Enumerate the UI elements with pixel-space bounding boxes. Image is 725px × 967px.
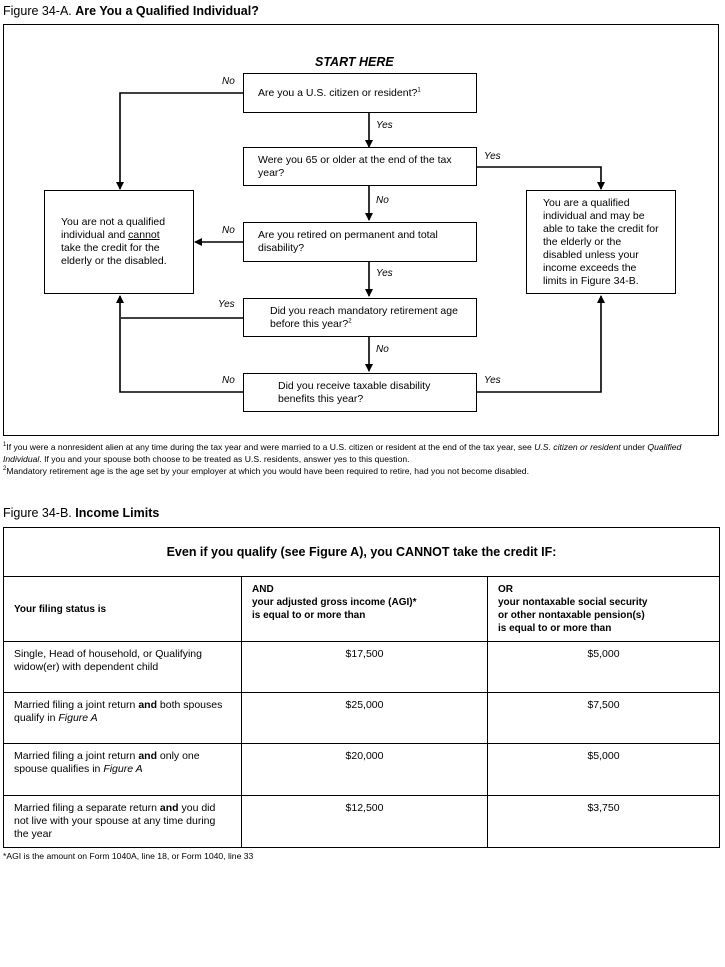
not-qualified-text-1: You are not a qualified individual and <box>61 216 166 241</box>
footnote-1-text-a: If you were a nonresident alien at any t… <box>6 442 535 452</box>
figure-b-prefix: Figure 34-B. <box>3 506 72 520</box>
question-mandatory-text: Did you reach mandatory retirement age b… <box>270 304 458 330</box>
figure-a-heading: Are You a Qualified Individual? <box>75 4 259 18</box>
question-age-text: Were you 65 or older at the end of the t… <box>258 153 452 179</box>
label-q1-yes: Yes <box>376 120 393 131</box>
qualified-text: You are a qualified individual and may b… <box>543 196 659 287</box>
figure-a-title: Figure 34-A. Are You a Qualified Individ… <box>3 4 259 18</box>
pension-cell: $3,750 <box>486 795 721 848</box>
pension-cell: $5,000 <box>486 743 721 796</box>
question-benefits-text: Did you receive taxable disability benef… <box>278 379 431 405</box>
agi-cell: $12,500 <box>241 795 488 848</box>
footnote-ref-2: 2 <box>348 318 352 324</box>
footnote-1-text-e: . If you and your spouse both choose to … <box>39 453 410 464</box>
filing-status-text-b: and <box>138 750 157 762</box>
figure-b-heading: Income Limits <box>75 506 160 520</box>
label-q1-no: No <box>222 76 235 87</box>
question-citizen-resident: Are you a U.S. citizen or resident?1 <box>243 73 477 113</box>
agi-cell: $20,000 <box>241 743 488 796</box>
question-citizen-text: Are you a U.S. citizen or resident? <box>258 86 418 99</box>
label-q4-yes: Yes <box>218 299 235 310</box>
filing-status-cell: Married filing a joint return and only o… <box>3 743 242 796</box>
filing-status-cell: Single, Head of household, or Qualifying… <box>3 641 242 693</box>
cannot-underline: cannot <box>128 229 160 241</box>
filing-status-cell: Married filing a separate return and you… <box>3 795 242 848</box>
table-header-row: Your filing status is AND your adjusted … <box>3 576 721 642</box>
footnote-2: 2Mandatory retirement age is the age set… <box>3 466 529 476</box>
q1-no-connector <box>116 92 243 190</box>
filing-status-text-c: both spouses qualify in <box>14 699 223 724</box>
col-header-pension: OR your nontaxable social security or ot… <box>486 576 721 642</box>
table-heading: Even if you qualify (see Figure A), you … <box>2 527 721 577</box>
filing-status-text-a: Married filing a joint return <box>14 699 139 711</box>
filing-status-text-d: Figure A <box>103 763 143 775</box>
footnote-2-text: Mandatory retirement age is the age set … <box>6 466 529 476</box>
question-mandatory-retirement: Did you reach mandatory retirement age b… <box>243 298 477 337</box>
footnote-1: 1If you were a nonresident alien at any … <box>3 442 682 464</box>
footnote-ref-1: 1 <box>417 87 421 93</box>
not-qualified-text-2: take the credit for the elderly or the d… <box>61 242 167 267</box>
question-retired-disability: Are you retired on permanent and total d… <box>243 222 477 262</box>
table-row: Married filing a joint return and only o… <box>3 743 721 796</box>
col-header-pension-line-2: your nontaxable social security <box>498 597 648 608</box>
col-header-pension-line-1: OR <box>498 584 513 595</box>
label-q2-yes: Yes <box>484 151 501 162</box>
figure-b-title: Figure 34-B. Income Limits <box>3 506 159 520</box>
label-q5-no: No <box>222 375 235 386</box>
col-header-pension-line-3: or other nontaxable pension(s) <box>498 610 645 621</box>
col-header-pension-line-4: is equal to or more than <box>498 623 612 634</box>
agi-footnote: *AGI is the amount on Form 1040A, line 1… <box>3 851 254 861</box>
pension-cell: $5,000 <box>486 641 721 693</box>
footnote-1-text-c: under <box>620 442 648 452</box>
filing-status-text-c: you did not live with your spouse at any… <box>14 802 216 840</box>
filing-status-cell: Married filing a joint return and both s… <box>3 692 242 744</box>
flowchart-frame <box>3 24 719 436</box>
income-limits-table: Even if you qualify (see Figure A), you … <box>2 527 721 848</box>
col-header-filing-status: Your filing status is <box>3 576 242 642</box>
label-q2-no: No <box>376 195 389 206</box>
agi-cell: $25,000 <box>241 692 488 744</box>
outcome-qualified: You are a qualified individual and may b… <box>526 190 676 294</box>
outcome-not-qualified: You are not a qualified individual and c… <box>44 190 194 294</box>
q5-no-connector <box>116 295 243 393</box>
q5-yes-connector <box>477 295 605 393</box>
table-heading-row: Even if you qualify (see Figure A), you … <box>2 527 721 577</box>
label-q5-yes: Yes <box>484 375 501 386</box>
question-retired-text: Are you retired on permanent and total d… <box>258 229 438 254</box>
q2-yes-connector <box>477 166 605 190</box>
question-age-65: Were you 65 or older at the end of the t… <box>243 147 477 186</box>
table-row: Married filing a separate return and you… <box>3 795 721 848</box>
question-disability-benefits: Did you receive taxable disability benef… <box>243 373 477 412</box>
filing-status-text-b: and <box>138 699 157 711</box>
table-row: Single, Head of household, or Qualifying… <box>3 641 721 693</box>
footnote-1-text-d: Qualified Individual <box>3 442 682 464</box>
filing-status-text-a: Married filing a separate return <box>14 802 160 814</box>
col-header-agi-line-2: your adjusted gross income (AGI)* <box>252 597 417 608</box>
filing-status-text-a: Married filing a joint return <box>14 750 139 762</box>
col-header-agi-line-1: AND <box>252 584 274 595</box>
label-q4-no: No <box>376 344 389 355</box>
start-here-label: START HERE <box>315 55 394 69</box>
label-q3-no: No <box>222 225 235 236</box>
footnote-1-text-b: U.S. citizen or resident <box>534 442 621 452</box>
pension-cell: $7,500 <box>486 692 721 744</box>
label-q3-yes: Yes <box>376 268 393 279</box>
filing-status-text-d: Figure A <box>58 712 98 724</box>
filing-status-text-c: only one spouse qualifies in <box>14 750 200 775</box>
col-header-agi: AND your adjusted gross income (AGI)* is… <box>241 576 488 642</box>
filing-status-text-b: and <box>159 802 179 814</box>
figure-a-prefix: Figure 34-A. <box>3 4 72 18</box>
col-header-filing-status-text: Your filing status is <box>14 603 107 615</box>
col-header-agi-line-3: is equal to or more than <box>252 610 366 621</box>
table-row: Married filing a joint return and both s… <box>3 692 721 744</box>
agi-cell: $17,500 <box>241 641 488 693</box>
